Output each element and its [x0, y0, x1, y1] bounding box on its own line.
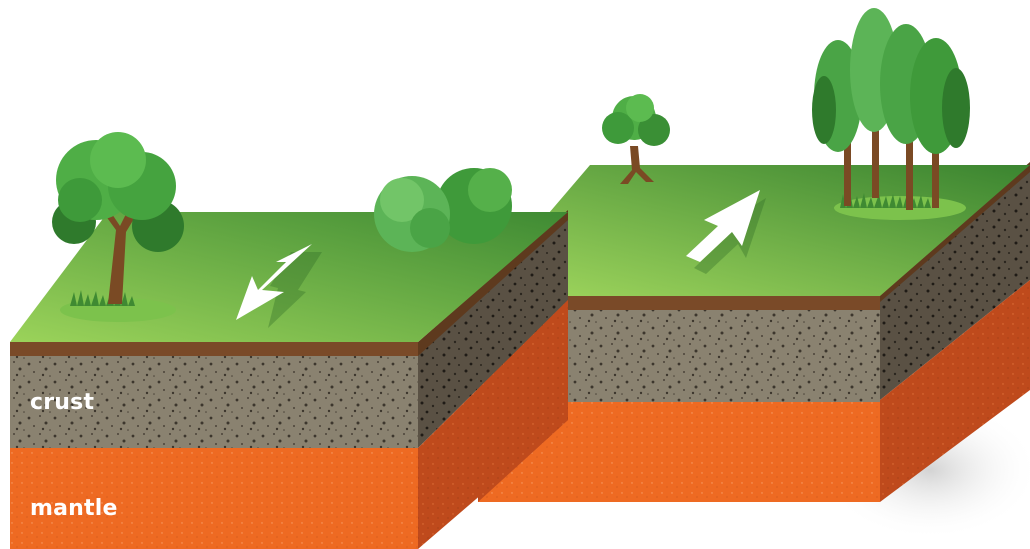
mantle-label: mantle	[30, 496, 118, 521]
bush-icon	[374, 168, 512, 252]
crust-label: crust	[30, 390, 94, 415]
left-block-topsoil	[10, 342, 418, 356]
